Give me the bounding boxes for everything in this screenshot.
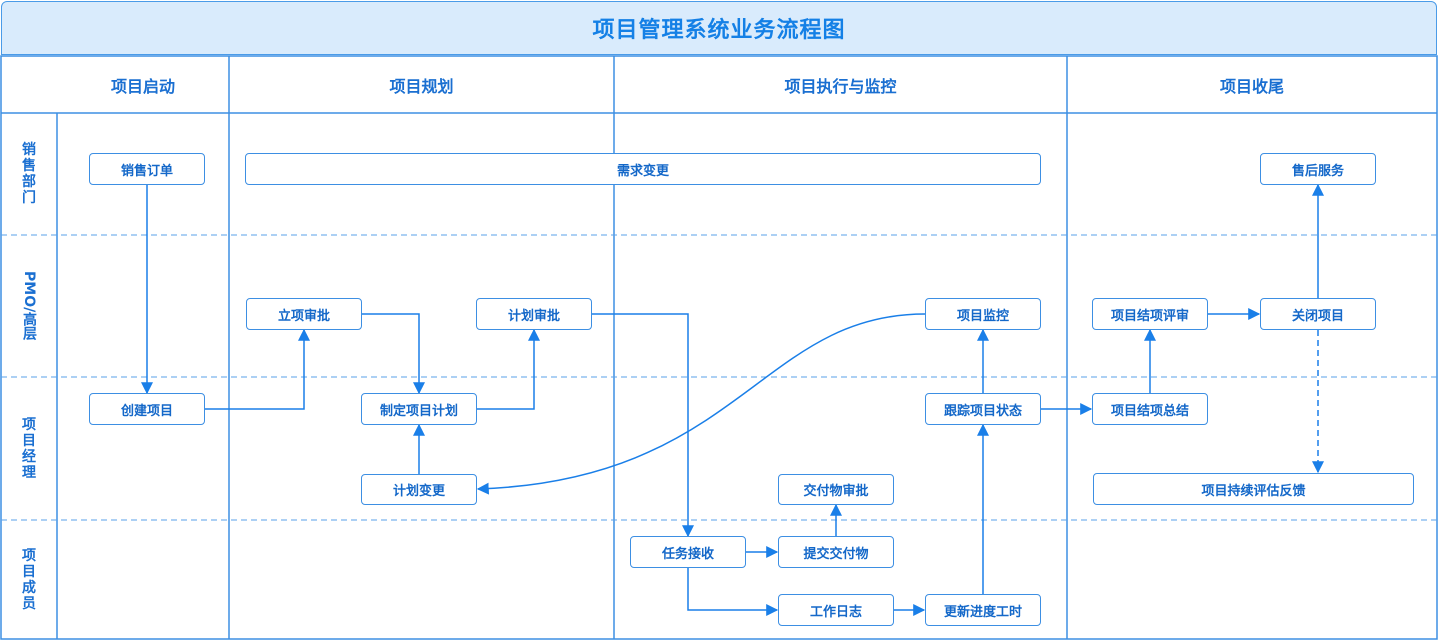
node-update-progress: 更新进度工时	[925, 594, 1041, 626]
edge-approval-to-plan	[361, 313, 425, 395]
lane-pmo: PMO/高层	[1, 235, 57, 377]
edge-plan-approval-to-task	[592, 313, 694, 538]
lane-pm-label: 项目经理	[22, 416, 36, 481]
node-close-project: 关闭项目	[1260, 298, 1376, 330]
edge-plan-to-plan-approval	[477, 328, 540, 410]
node-task-accept: 任务接收	[630, 536, 746, 568]
node-closing-review: 项目结项评审	[1092, 298, 1208, 330]
node-closing-summary: 项目结项总结	[1092, 393, 1208, 425]
node-work-log: 工作日志	[778, 594, 894, 626]
node-sales-order: 销售订单	[89, 153, 205, 185]
phase-plan: 项目规划	[389, 77, 454, 96]
lane-pm: 项目经理	[1, 377, 57, 520]
lane-sales: 销售部门	[1, 113, 57, 235]
lane-member-label: 项目成员	[22, 547, 36, 612]
lane-sales-label: 销售部门	[22, 142, 36, 206]
phase-close: 项目收尾	[1219, 77, 1284, 96]
node-project-monitor: 项目监控	[925, 298, 1041, 330]
lane-member: 项目成员	[1, 520, 57, 639]
edge-task-to-log	[687, 568, 779, 616]
diagram-title: 项目管理系统业务流程图	[1, 1, 1437, 55]
lane-pmo-label: PMO/高层	[21, 271, 37, 341]
node-plan-approval: 计划审批	[476, 298, 592, 330]
edge-monitor-to-change	[476, 313, 926, 495]
node-requirement-change: 需求变更	[245, 153, 1041, 185]
node-project-approval: 立项审批	[246, 298, 362, 330]
node-create-project: 创建项目	[89, 393, 205, 425]
node-plan-change: 计划变更	[361, 474, 477, 505]
node-track-status: 跟踪项目状态	[925, 393, 1041, 425]
node-deliverable-approval: 交付物审批	[778, 474, 894, 505]
node-make-plan: 制定项目计划	[361, 393, 477, 425]
node-after-sales: 售后服务	[1260, 153, 1376, 185]
phase-exec: 项目执行与监控	[784, 77, 897, 96]
node-submit-deliverable: 提交交付物	[778, 536, 894, 568]
diagram-frame	[0, 55, 1438, 640]
edge-create-to-approval	[205, 328, 310, 410]
node-continuous-evaluation: 项目持续评估反馈	[1093, 473, 1414, 505]
phase-start: 项目启动	[110, 77, 175, 96]
